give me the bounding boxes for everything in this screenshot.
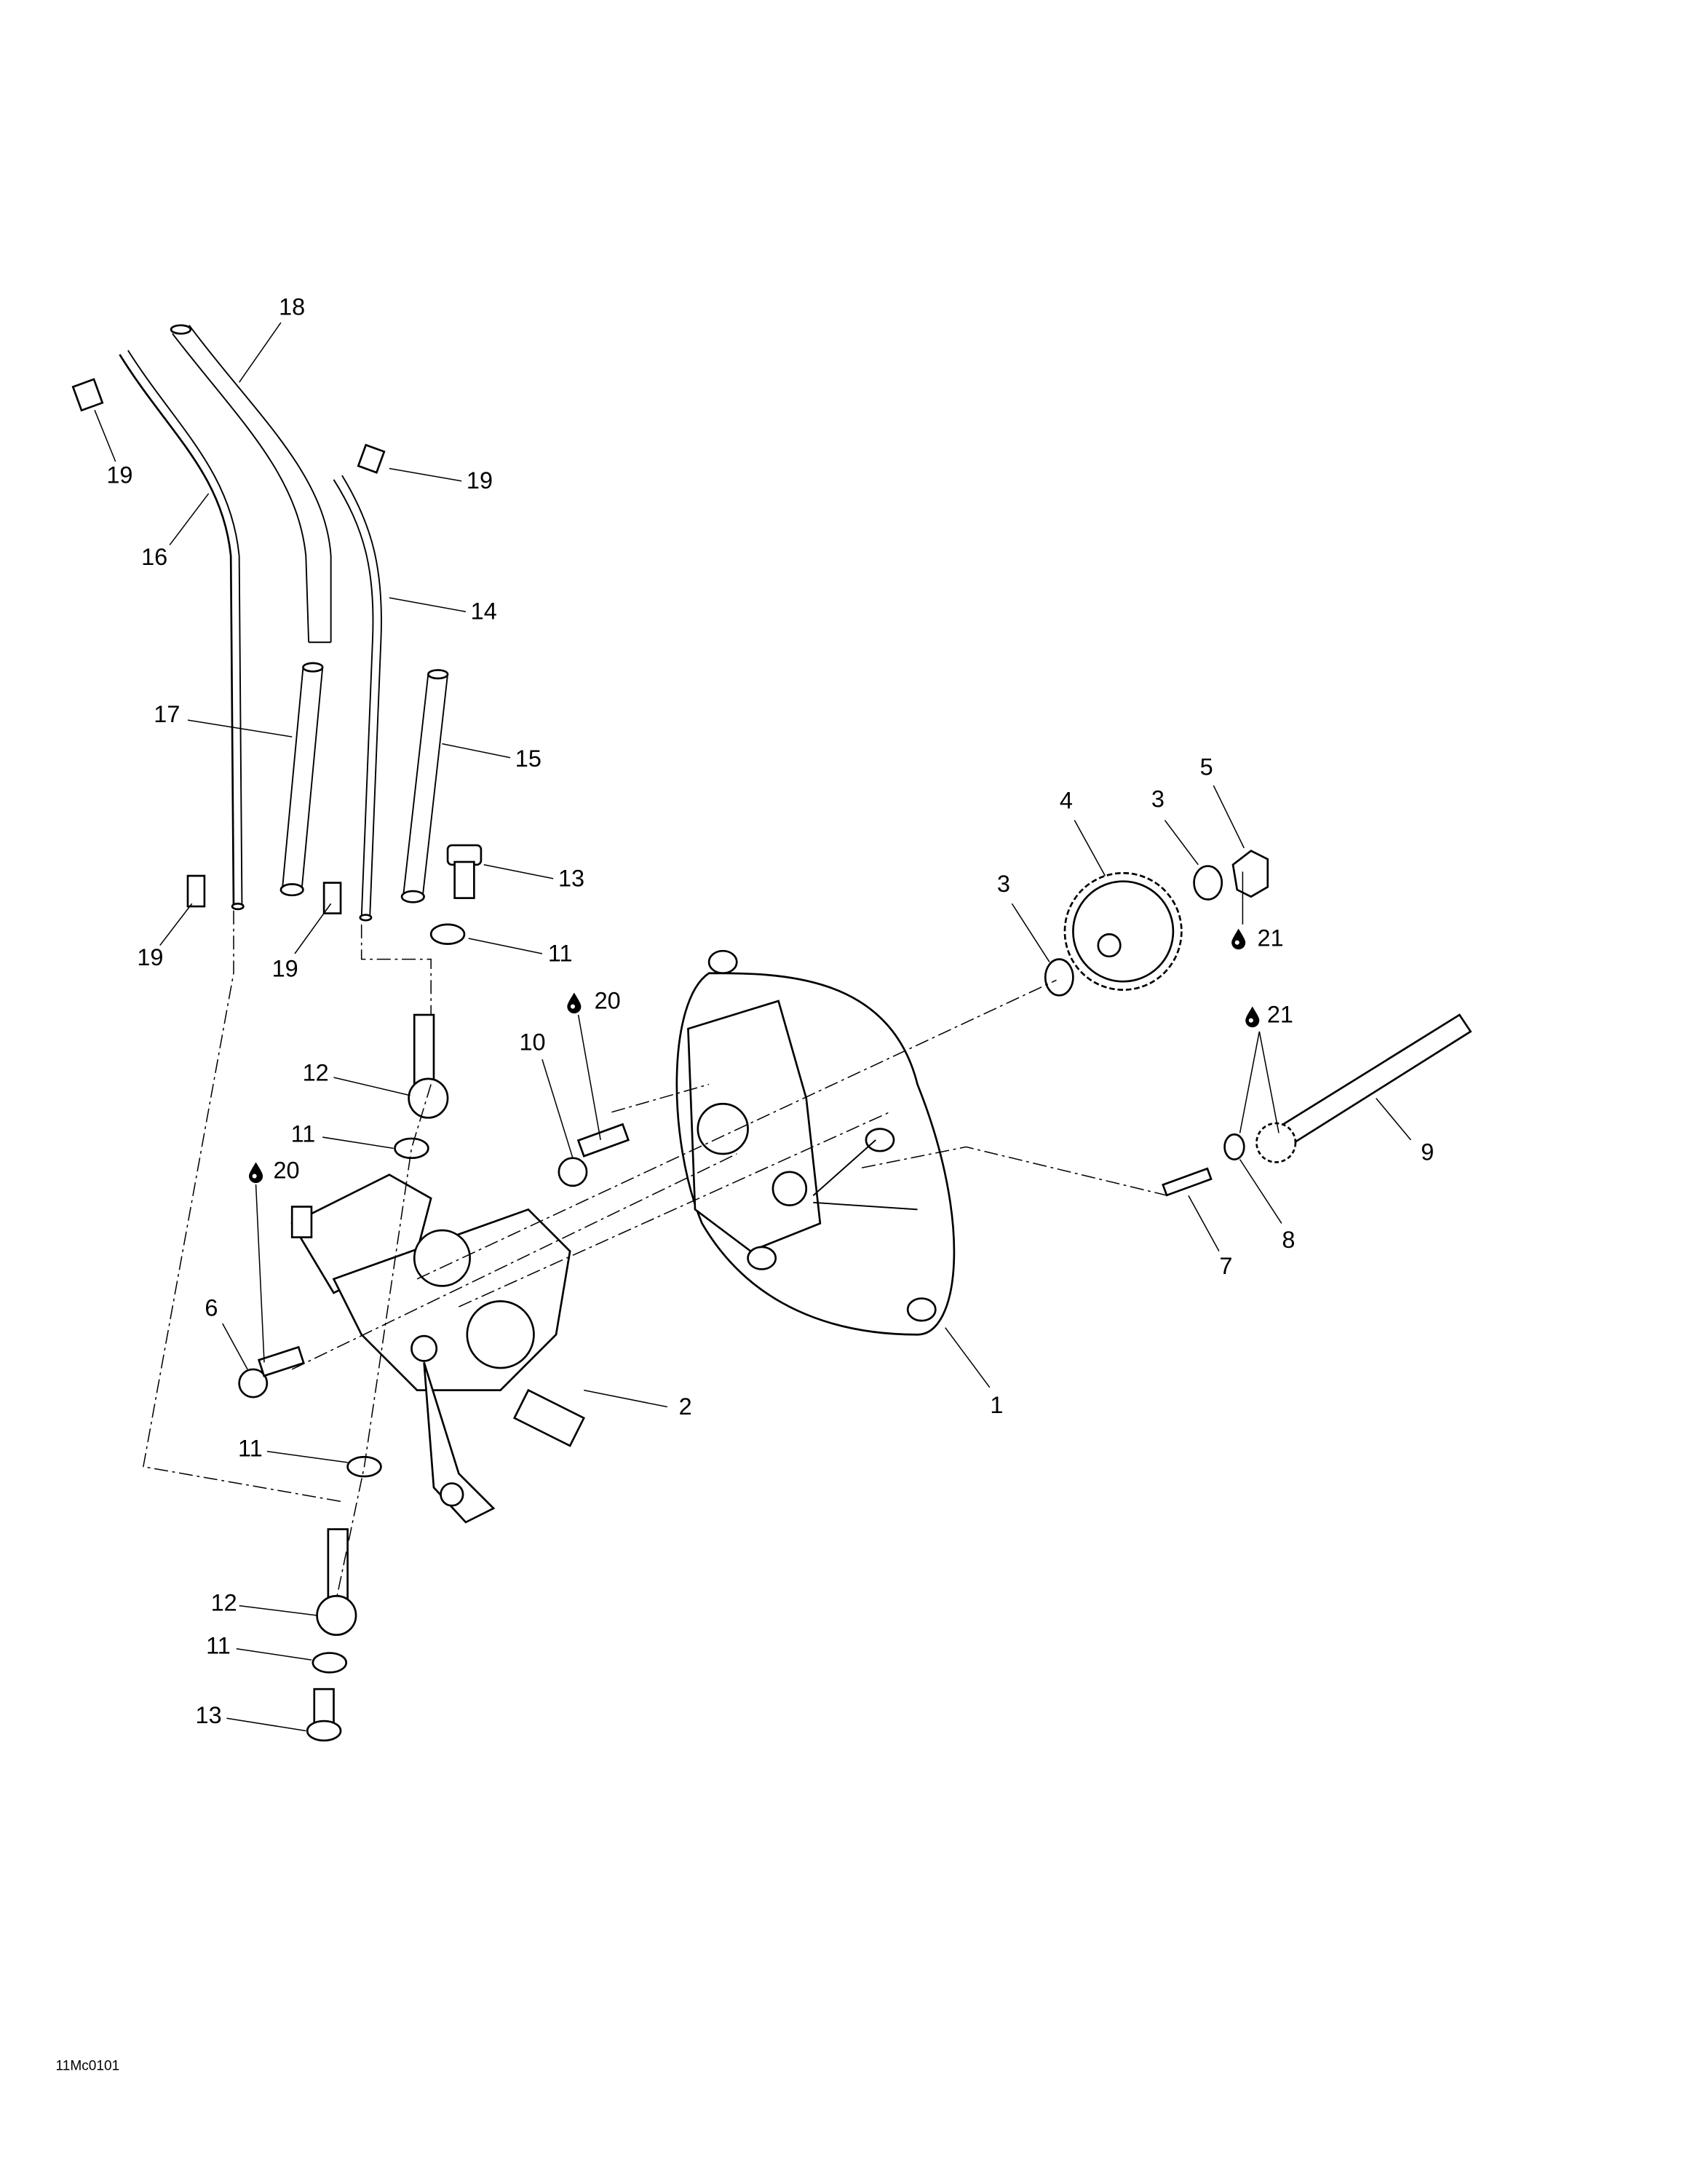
hose-14 xyxy=(333,475,382,922)
clip-19 xyxy=(357,443,386,474)
lubricant-drop-icon xyxy=(1231,928,1246,950)
callout-label: 9 xyxy=(1421,1139,1434,1166)
washer-8 xyxy=(1223,1133,1245,1160)
callout-label: 14 xyxy=(471,598,497,625)
pin-7 xyxy=(1162,1167,1213,1197)
callout-label: 21 xyxy=(1267,1002,1293,1028)
callout-label: 2 xyxy=(679,1393,692,1420)
callout-label: 6 xyxy=(205,1294,218,1321)
callout-label: 16 xyxy=(141,544,167,570)
callout-label: 15 xyxy=(515,745,542,772)
callout-label: 11 xyxy=(291,1121,316,1147)
callout-label: 3 xyxy=(997,871,1010,897)
banjo-fitting-12 xyxy=(408,1013,449,1119)
callout-label: 11 xyxy=(238,1435,263,1461)
lubricant-drop-icon xyxy=(567,992,582,1014)
clip-19 xyxy=(186,874,206,908)
callout-label: 18 xyxy=(279,294,305,320)
washer-11 xyxy=(394,1137,429,1160)
hose-17 xyxy=(279,662,324,897)
lubricant-drop-icon xyxy=(249,1162,263,1184)
shaft-9 xyxy=(1255,1013,1472,1163)
nut-5 xyxy=(1231,850,1269,898)
callout-label: 10 xyxy=(520,1029,546,1056)
callout-label: 8 xyxy=(1282,1227,1295,1253)
callout-label: 19 xyxy=(467,467,493,494)
callout-label: 11 xyxy=(548,940,573,966)
hose-15 xyxy=(400,669,449,903)
washer-11 xyxy=(429,923,466,945)
washer-11 xyxy=(312,1652,348,1674)
gear-4 xyxy=(1063,871,1183,991)
oil-pump-2 xyxy=(290,1174,586,1524)
callout-label: 12 xyxy=(211,1589,237,1615)
callout-label: 11 xyxy=(206,1632,231,1658)
clip-19 xyxy=(71,378,104,412)
leader-lines xyxy=(94,322,1412,1732)
callout-label: 13 xyxy=(558,865,584,891)
callout-label: 5 xyxy=(1200,754,1213,780)
washer-3 xyxy=(1044,958,1074,997)
callout-label: 19 xyxy=(272,955,298,981)
callout-label: 20 xyxy=(595,987,621,1013)
callout-label: 19 xyxy=(137,944,163,970)
lubricant-drop-icon xyxy=(1245,1006,1260,1028)
callout-label: 3 xyxy=(1151,786,1165,812)
callout-label: 4 xyxy=(1060,787,1073,813)
callout-label: 12 xyxy=(303,1060,329,1086)
drawing-code: 11Mc0101 xyxy=(56,2058,120,2073)
callout-label: 7 xyxy=(1219,1253,1232,1279)
banjo-fitting-12 xyxy=(316,1528,357,1637)
callout-label: 20 xyxy=(274,1157,300,1183)
callout-label: 13 xyxy=(196,1702,222,1728)
pump-cover-1 xyxy=(675,949,956,1336)
callout-label: 21 xyxy=(1258,925,1284,951)
hose-18 xyxy=(170,324,332,644)
washer-3 xyxy=(1193,865,1223,901)
callout-label: 17 xyxy=(154,701,180,727)
screw-10 xyxy=(558,1123,630,1187)
callout-label: 1 xyxy=(990,1392,1003,1418)
callout-label: 19 xyxy=(106,462,132,488)
screw-6 xyxy=(238,1345,305,1398)
banjo-bolt-13 xyxy=(306,1688,342,1742)
banjo-bolt-13 xyxy=(446,844,483,899)
hose-16 xyxy=(119,349,245,911)
clip-19 xyxy=(322,882,342,914)
